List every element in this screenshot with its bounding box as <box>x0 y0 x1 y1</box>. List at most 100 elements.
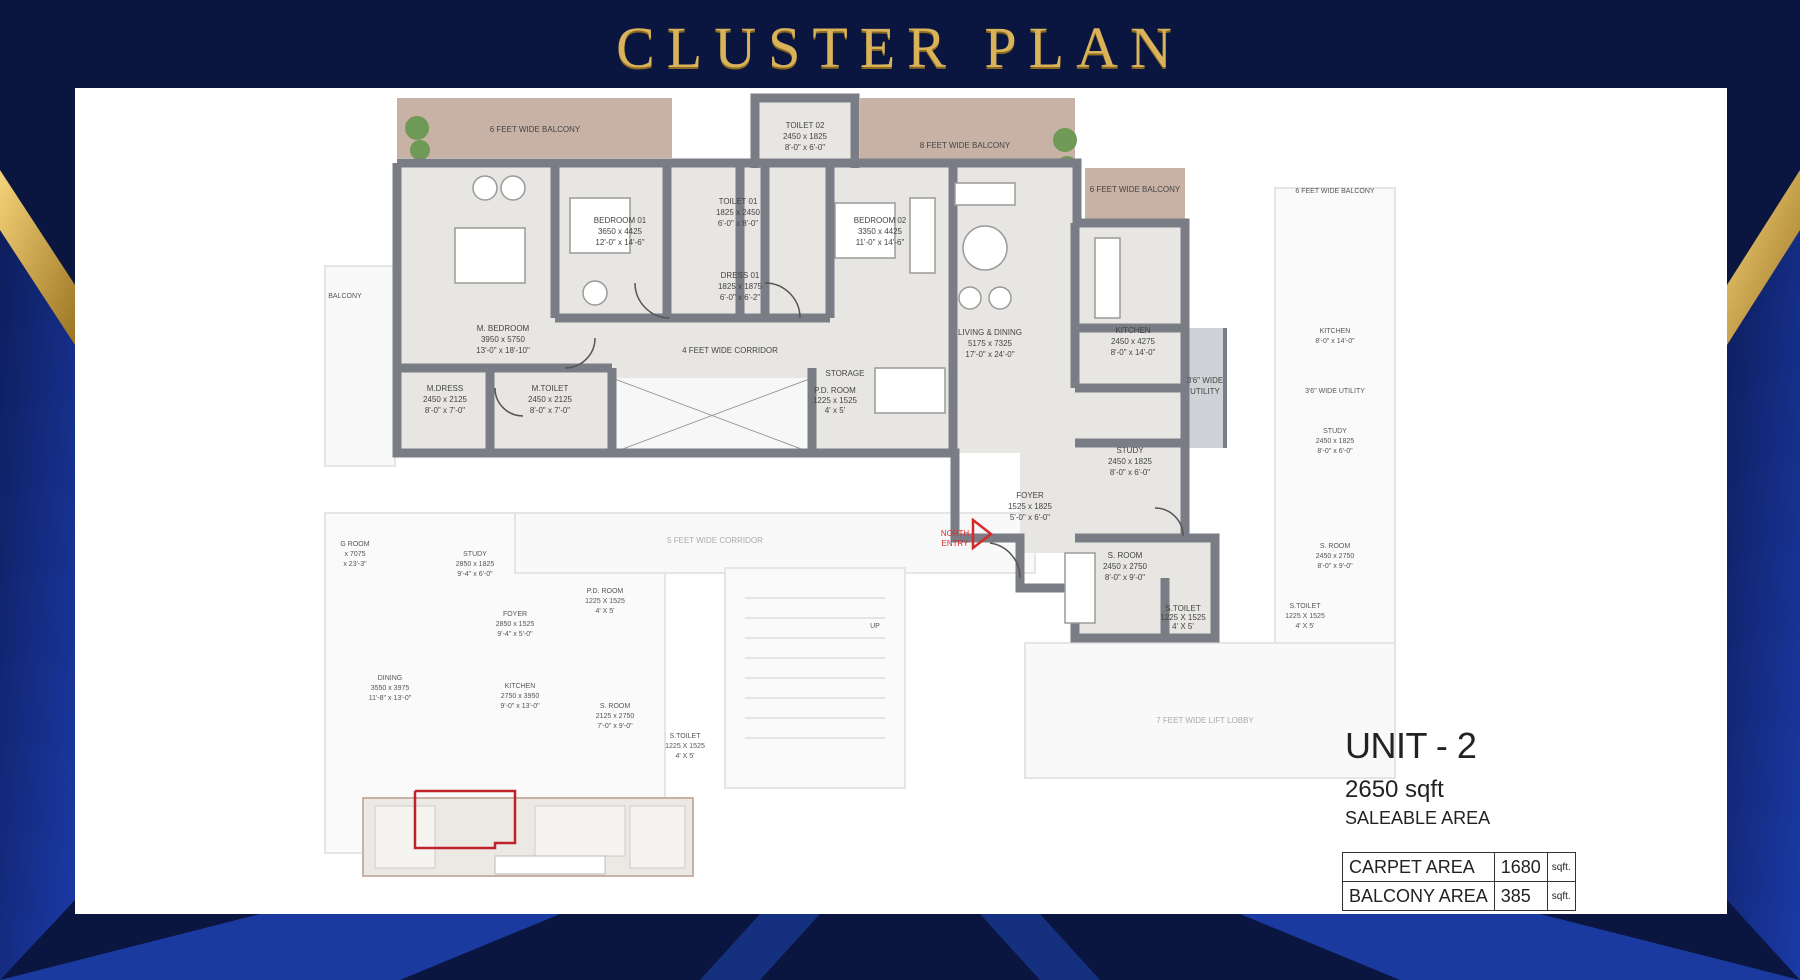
ghost-sroom-r-ft: 8'-0" x 9'-0" <box>1317 563 1353 570</box>
ghost-stoilet-r-name: S.TOILET <box>1290 603 1322 610</box>
lobby7-label: 7 FEET WIDE LIFT LOBBY <box>1156 716 1254 725</box>
mtoilet-ft: 8'-0" x 7'-0" <box>530 406 570 415</box>
ghost-foyer-l-mm: 2850 x 1525 <box>496 621 535 628</box>
ghost-study-l-ft: 9'-4" x 6'-0" <box>457 571 493 578</box>
balcony-6ft-right-label: 6 FEET WIDE BALCONY <box>1090 185 1181 194</box>
chair-icon <box>472 175 498 201</box>
ghost-room-l-ft: x 23'-3" <box>343 561 367 568</box>
walls <box>392 93 1220 643</box>
ghost-stoilet-l-ft: 4' X 5' <box>675 753 694 760</box>
area-value: 385 <box>1493 881 1548 911</box>
ghost-study-r-ft: 8'-0" x 6'-0" <box>1317 448 1353 455</box>
ghost-stoilet-l-name: S.TOILET <box>670 733 702 740</box>
room-labels: 6 FEET WIDE BALCONY 8 FEET WIDE BALCONY … <box>423 121 1254 725</box>
chair-icon <box>582 280 608 306</box>
pdroom-ft: 4' x 5' <box>825 406 846 415</box>
ghost-study-r-name: STUDY <box>1323 428 1347 435</box>
area-label: CARPET AREA <box>1342 852 1495 882</box>
mtoilet-name: M.TOILET <box>532 384 569 393</box>
mdress-ft: 8'-0" x 7'-0" <box>425 406 465 415</box>
ghost-dining-l-mm: 3550 x 3975 <box>371 685 410 692</box>
floor-plan-panel: 6 FEET WIDE BALCONY 8 FEET WIDE BALCONY … <box>75 88 1727 914</box>
toilet01-ft: 6'-0" x 8'-0" <box>718 219 758 228</box>
area-value: 1680 <box>1493 852 1548 882</box>
ghost-kitchen-l-name: KITCHEN <box>505 683 536 690</box>
chair-icon <box>500 175 526 201</box>
ghost-stoilet-r-mm: 1225 X 1525 <box>1285 613 1325 620</box>
ghost-balcony-l-label: BALCONY <box>328 293 362 300</box>
ghost-foyer-l-ft: 9'-4" x 5'-0" <box>497 631 533 638</box>
dress01-mm: 1825 x 1875 <box>718 282 763 291</box>
entry-arrow-icon <box>971 517 994 551</box>
study-name: STUDY <box>1116 446 1144 455</box>
sofa-icon <box>954 182 1016 206</box>
ghost-study-l-mm: 2850 x 1825 <box>456 561 495 568</box>
storage-label: STORAGE <box>826 369 865 378</box>
current-unit-highlight <box>413 789 517 850</box>
utility-name: 3'6" WIDE <box>1187 376 1223 385</box>
stoilet-ft: 4' X 5' <box>1172 622 1194 631</box>
sofa-icon <box>909 197 936 274</box>
saleable-label: SALEABLE AREA <box>1345 808 1491 828</box>
living-ft: 17'-0" x 24'-0" <box>965 350 1014 359</box>
ghost-sroom-r-name: S. ROOM <box>1320 543 1351 550</box>
ghost-kitchen-l-ft: 9'-0" x 13'-0" <box>500 703 540 710</box>
bed-icon <box>454 227 526 284</box>
bedroom02-mm: 3350 x 4425 <box>858 227 903 236</box>
bed-icon <box>569 197 631 254</box>
bedroom02-ft: 11'-0" x 14'-6" <box>856 238 905 247</box>
mdress-mm: 2450 x 2125 <box>423 395 468 404</box>
bedroom01-mm: 3650 x 4425 <box>598 227 643 236</box>
ghost-study-l-name: STUDY <box>463 551 487 558</box>
ghost-corridor <box>514 512 1036 574</box>
bed-icon <box>1064 552 1096 624</box>
mbedroom-mm: 3950 x 5750 <box>481 335 526 344</box>
kitchen-counter-icon <box>1094 237 1121 319</box>
door-swings <box>494 282 1184 579</box>
stoilet-name: S.TOILET <box>1165 604 1201 613</box>
ghost-stoilet-l-mm: 1225 X 1525 <box>665 743 705 750</box>
kitchen-name: KITCHEN <box>1115 326 1150 335</box>
ghost-foyer-l-name: FOYER <box>503 611 527 618</box>
unit-name: UNIT - 2 <box>1345 725 1477 766</box>
ghost-staircase <box>724 567 906 789</box>
balcony-6ft-right <box>1085 168 1185 223</box>
plant-icon <box>410 140 430 160</box>
sroom-mm: 2450 x 2750 <box>1103 562 1148 571</box>
balcony-8ft-label: 8 FEET WIDE BALCONY <box>920 141 1011 150</box>
toilet02-mm: 2450 x 1825 <box>783 132 828 141</box>
ghost-kitchen-r-name: KITCHEN <box>1320 328 1351 335</box>
area-table: CARPET AREA 1680 sqft. BALCONY AREA 385 … <box>1342 852 1576 911</box>
ghost-study-r-mm: 2450 x 1825 <box>1316 438 1355 445</box>
study-mm: 2450 x 1825 <box>1108 457 1153 466</box>
living-name: LIVING & DINING <box>958 328 1022 337</box>
foyer-mm: 1525 x 1825 <box>1008 502 1053 511</box>
ghost-sroom-l-name: S. ROOM <box>600 703 631 710</box>
plant-icon <box>405 116 429 140</box>
bedroom01-name: BEDROOM 01 <box>594 216 647 225</box>
ghost-sroom-r-mm: 2450 x 2750 <box>1316 553 1355 560</box>
table-row: CARPET AREA 1680 sqft. <box>1342 852 1576 882</box>
bedroom01-ft: 12'-0" x 14'-6" <box>595 238 644 247</box>
table-icon <box>962 225 1008 271</box>
chair-icon <box>988 286 1012 310</box>
ghost-sroom-l-mm: 2125 x 2750 <box>596 713 635 720</box>
toilet02-ft: 8'-0" x 6'-0" <box>785 143 825 152</box>
sroom-name: S. ROOM <box>1108 551 1143 560</box>
pdroom-mm: 1225 x 1525 <box>813 396 858 405</box>
saleable-sqft: 2650 sqft <box>1345 776 1444 803</box>
mbedroom-name: M. BEDROOM <box>477 324 530 333</box>
kitchen-ft: 8'-0" x 14'-0" <box>1111 348 1156 357</box>
ghost-unit-right <box>1274 187 1396 779</box>
ghost-pdroom-l-ft: 4' X 5' <box>595 608 614 615</box>
balcony-6ft-left-label: 6 FEET WIDE BALCONY <box>490 125 581 134</box>
balcony-6ft-left <box>397 98 672 158</box>
mtoilet-mm: 2450 x 2125 <box>528 395 573 404</box>
dining-table-icon <box>874 367 946 414</box>
dress01-ft: 6'-0" x 6'-2" <box>720 293 760 302</box>
ghost-labels: BALCONY 6 FEET WIDE BALCONY KITCHEN 8'-0… <box>328 188 1375 760</box>
ghost-kitchen-l-mm: 2750 x 3950 <box>501 693 540 700</box>
living-mm: 5175 x 7325 <box>968 339 1013 348</box>
chair-icon <box>958 286 982 310</box>
plant-icon <box>1053 128 1077 152</box>
